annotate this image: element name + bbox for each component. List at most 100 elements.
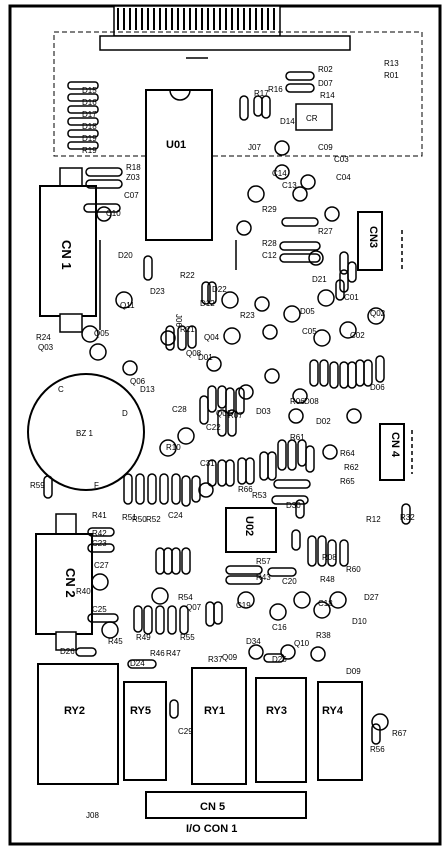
designator-label: D19 [82,134,97,143]
designator-label: Z03 [126,173,140,182]
resistor-footprint [143,255,153,281]
capacitor-footprint [292,186,308,202]
capacitor-footprint [283,305,301,323]
diode-footprint [67,81,99,90]
j06-label: J06 [174,314,183,327]
designator-label: R19 [82,146,97,155]
capacitor-footprint [280,644,296,660]
relay-ry4: RY4 [317,681,363,781]
capacitor-footprint [159,439,177,457]
capacitor-footprint [367,307,385,325]
designator-label: R51 [122,513,137,522]
designator-label: R67 [392,729,407,738]
designator-label: R43 [256,573,271,582]
capacitor-footprint [288,408,304,424]
designator-label: R13 [384,59,399,68]
designator-label: R49 [136,633,151,642]
designator-label: C16 [272,623,287,632]
resistor-footprint [199,395,209,425]
designator-label: C02 [350,331,365,340]
chip-cr: CR [295,103,333,131]
designator-label: Q08 [186,349,202,358]
capacitor-footprint [339,321,357,339]
capacitor-footprint [89,343,107,361]
designator-label: R45 [108,637,123,646]
resistor-footprint [181,475,191,507]
designator-label: C09 [318,143,333,152]
resistor-footprint [133,605,143,633]
capacitor-footprint [198,482,214,498]
resistor-footprint [317,535,327,567]
resistor-footprint [147,473,157,505]
designator-label: D25 [272,655,287,664]
capacitor-footprint [91,573,109,591]
designator-label: D23 [150,287,165,296]
capacitor-footprint [313,329,331,347]
capacitor-footprint [300,174,316,190]
designator-label: R48 [320,575,335,584]
resistor-footprint [207,385,217,413]
cn2-label: CN 2 [63,568,78,598]
designator-label: D08 [304,397,319,406]
resistor-footprint [217,385,227,409]
designator-label: Q11 [120,301,135,310]
designator-label: R02 [318,65,333,74]
capacitor-footprint [247,185,265,203]
relay-ry3-label: RY3 [266,705,287,717]
capacitor-footprint [96,206,112,222]
resistor-footprint [245,457,255,485]
resistor-footprint [155,605,165,635]
resistor-footprint [363,359,373,387]
designator-label: R32 [400,513,415,522]
capacitor-footprint [317,289,335,307]
resistor-footprint [217,409,227,437]
diode-footprint [67,141,99,150]
capacitor-footprint [308,250,324,266]
capacitor-footprint [346,408,362,424]
relay-ry5-label: RY5 [130,705,151,717]
designator-label: R61 [290,433,305,442]
capacitor-footprint [238,384,254,400]
resistor-footprint [335,279,345,301]
capacitor-footprint [221,291,239,309]
resistor-footprint [207,459,217,487]
resistor-footprint [273,479,311,489]
resistor-footprint [85,179,123,189]
relay-ry2-label: RY2 [64,705,85,717]
resistor-footprint [83,203,121,213]
resistor-footprint [171,473,181,505]
resistor-footprint [43,475,53,499]
capacitor-footprint [206,356,222,372]
resistor-footprint [261,95,271,119]
resistor-footprint [305,445,315,473]
bz1-label: BZ 1 [76,429,93,438]
edge-connector [99,5,351,51]
designator-label: C01 [344,293,359,302]
designator-label: R56 [370,745,385,754]
connector-cn3: CN3 [357,211,383,271]
designator-label: R42 [92,529,107,538]
designator-label: R55 [180,633,195,642]
designator-label: R07 [228,411,243,420]
chip-u01-label: U01 [166,139,186,151]
designator-label: D10 [352,617,367,626]
designator-label: C12 [262,251,277,260]
resistor-footprint [309,359,319,387]
diode-footprint [67,129,99,138]
resistor-footprint [171,547,181,575]
designator-label: C22 [206,423,221,432]
io-con-label: I/O CON 1 [186,823,237,835]
capacitor-footprint [329,591,347,609]
resistor-footprint [237,457,247,485]
resistor-footprint [213,601,223,625]
resistor-footprint [225,565,263,575]
resistor-footprint [277,439,287,471]
designator-label: C03 [334,155,349,164]
resistor-footprint [191,475,201,503]
designator-label: D07 [318,79,333,88]
designator-label: R37 [208,655,223,664]
designator-label: R57 [256,557,271,566]
connector-cn1: CN 1 [39,167,97,333]
designator-label: R60 [346,565,361,574]
